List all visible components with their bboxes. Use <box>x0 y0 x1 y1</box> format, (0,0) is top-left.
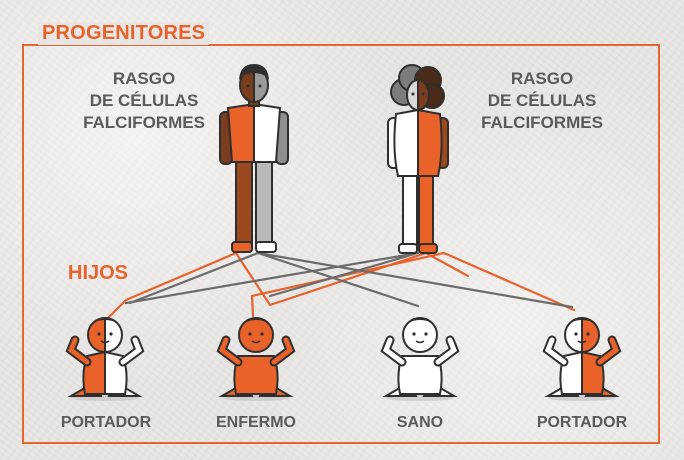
child-4-figure <box>542 316 622 401</box>
line-father-gray <box>128 251 574 309</box>
father-trait-label: RASGO DE CÉLULAS FALCIFORMES <box>64 68 224 134</box>
father-figure <box>219 64 289 253</box>
mother-trait-line-3: FALCIFORMES <box>481 113 603 132</box>
section-title: PROGENITORES <box>38 22 210 45</box>
father-trait-line-1: RASGO <box>112 69 176 88</box>
child-2-figure <box>216 317 296 401</box>
line-mother-orange <box>250 251 576 318</box>
inheritance-lines <box>106 251 576 320</box>
child-3-label: SANO <box>396 414 444 431</box>
child-1-label: PORTADOR <box>60 414 152 431</box>
mother-trait-label: RASGO DE CÉLULAS FALCIFORMES <box>462 68 622 134</box>
child-3-figure <box>380 317 460 401</box>
mother-trait-line-2: DE CÉLULAS <box>487 91 597 110</box>
child-1-figure <box>65 316 145 401</box>
mother-figure <box>387 64 449 254</box>
father-trait-line-3: FALCIFORMES <box>83 113 205 132</box>
child-2-label: ENFERMO <box>216 414 296 431</box>
children-heading: HIJOS <box>68 262 129 284</box>
line-father-orange <box>106 251 470 320</box>
father-trait-line-2: DE CÉLULAS <box>89 91 199 110</box>
line-mother-gray <box>124 251 420 305</box>
child-4-label: PORTADOR <box>536 414 628 431</box>
diagram-frame <box>22 44 660 444</box>
mother-trait-line-1: RASGO <box>510 69 574 88</box>
